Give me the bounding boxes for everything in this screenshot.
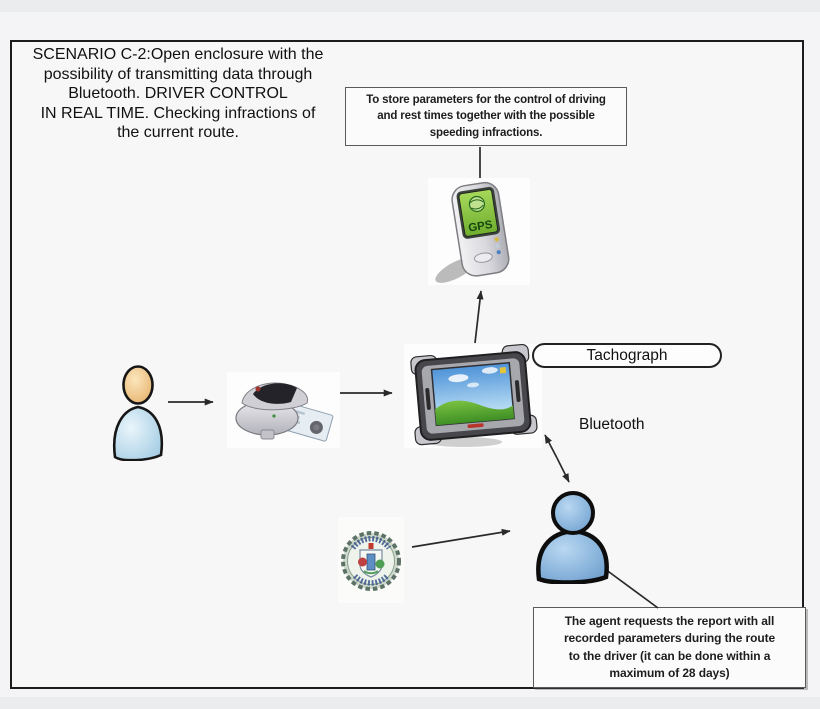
police-badge-icon [341,531,401,591]
scenario-line: the current route. [117,124,239,141]
scenario-line: IN REAL TIME. Checking infractions of [40,104,316,122]
note-line: maximum of 28 days) [609,666,730,680]
scenario-line: SCENARIO C-2:Open enclosure with the [32,46,324,63]
background-band-bottom [0,697,820,709]
gps-device-photo: GPS [428,178,530,285]
tachograph-label: Tachograph [532,343,722,368]
tachograph-label-text: Tachograph [586,346,668,364]
driver-person-icon [112,365,164,461]
note-line: To store parameters for the control of d… [366,93,606,106]
scenario-title: SCENARIO C-2:Open enclosure with the pos… [12,45,344,143]
scenario-line: possibility of transmitting data through [43,65,313,83]
rugged-tablet-icon [410,344,538,447]
gps-handheld-icon: GPS [435,181,510,283]
note-line: to the driver (it can be done within a [568,648,771,663]
gps-screen-label: GPS [468,219,494,235]
background-band-top [0,0,820,12]
agent-person-icon [536,491,609,584]
tachograph-photo [404,344,542,448]
agent-note-box: The agent requests the report with all r… [533,607,806,688]
card-printer-photo [227,372,340,448]
card-printer-icon [235,382,334,442]
bluetooth-label: Bluetooth [579,416,645,433]
note-line: The agent requests the report with all [564,613,775,628]
scenario-line: Bluetooth. DRIVER CONTROL [68,85,288,102]
badge-photo [338,517,404,603]
gps-note-box: To store parameters for the control of d… [345,87,627,146]
note-line: recorded parameters during the route [563,631,776,645]
note-line: speeding infractions. [429,126,543,139]
note-line: and rest times together with the possibl… [377,110,595,123]
